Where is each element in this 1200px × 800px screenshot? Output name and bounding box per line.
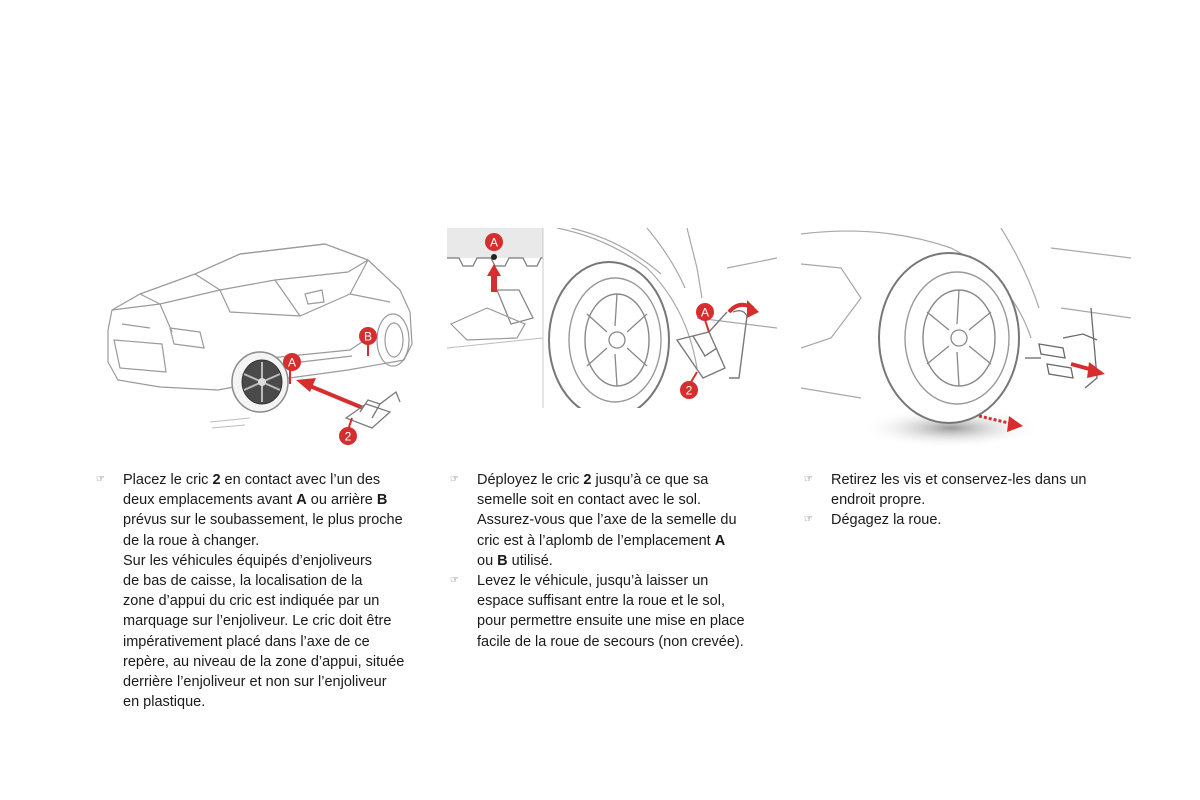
marker-a-inset: A xyxy=(485,233,503,251)
text-run: Déployez le cric xyxy=(477,472,584,488)
instruction-line: Déployez le cric 2 jusqu’à ce que sa xyxy=(477,470,770,490)
instruction-line: marquage sur l’enjoliveur. Le cric doit … xyxy=(123,611,426,631)
instruction-line: zone d’appui du cric est indiquée par un xyxy=(123,591,426,611)
bold-reference: B xyxy=(376,492,388,509)
figure-car-jack-points: A B 2 xyxy=(100,232,422,450)
bold-reference: 2 xyxy=(583,472,592,488)
instruction-line: semelle soit en contact avec le sol. xyxy=(477,490,770,510)
marker-a: A xyxy=(283,353,301,384)
instruction-column-2: ☞ Déployez le cric 2 jusqu’à ce que sa sem… xyxy=(450,470,770,652)
text-run: espace suffisant entre la roue et le sol… xyxy=(477,593,725,610)
instruction-line: ou B utilisé. xyxy=(477,551,770,571)
instruction-item: ☞ Retirez les vis et conservez-les dans u… xyxy=(804,470,1134,510)
instruction-line: Sur les véhicules équipés d’enjoliveurs xyxy=(123,551,426,571)
text-run: de la roue à changer. xyxy=(123,532,260,549)
text-run: Sur les véhicules équipés d’enjoliveurs xyxy=(123,552,373,569)
instruction-line: cric est à l’aplomb de l’emplacement A xyxy=(477,531,770,551)
text-run: prévus sur le soubassement, le plus proc… xyxy=(123,512,403,529)
instruction-line: Placez le cric 2 en contact avec l’un de… xyxy=(123,470,426,490)
instruction-line: facile de la roue de secours (non crevée… xyxy=(477,632,770,652)
text-run: ou arrière xyxy=(306,492,377,509)
hand-pointer-icon: ☞ xyxy=(96,474,105,485)
bold-reference: A xyxy=(714,532,726,549)
hand-pointer-icon: ☞ xyxy=(450,575,459,587)
instruction-line: Dégagez la roue. xyxy=(831,510,1134,530)
arrow-to-point-a xyxy=(296,378,364,410)
svg-text:A: A xyxy=(701,306,709,320)
instruction-item: ☞ Déployez le cric 2 jusqu’à ce que sa sem… xyxy=(450,470,770,571)
jack-deploy-illustration: A xyxy=(447,228,777,408)
instruction-line: Retirez les vis et conservez-les dans un xyxy=(831,470,1134,490)
text-run: pour permettre ensuite une mise en place xyxy=(477,613,745,630)
text-run: derrière l’enjoliveur et non sur l’enjol… xyxy=(123,674,387,691)
figure-jack-deploy: A xyxy=(447,228,777,408)
text-run: Retirez les vis et conservez-les dans un xyxy=(831,472,1087,488)
instruction-item: ☞ Placez le cric 2 en contact avec l’un d… xyxy=(96,470,426,712)
svg-text:A: A xyxy=(490,236,498,250)
bold-reference: A xyxy=(296,492,307,509)
instruction-line: en plastique. xyxy=(123,692,426,712)
wheel xyxy=(878,252,1020,424)
text-run: en contact avec l’un des xyxy=(220,472,381,488)
text-run: cric est à l’aplomb de l’emplacement xyxy=(477,532,715,549)
instruction-item: ☞ Dégagez la roue. xyxy=(804,510,1134,530)
text-run: zone d’appui du cric est indiquée par un xyxy=(123,593,380,610)
bold-reference: 2 xyxy=(212,472,221,488)
text-run: Dégagez la roue. xyxy=(831,512,942,529)
text-run: impérativement placé dans l’axe de ce xyxy=(123,633,370,650)
instruction-line: espace suffisant entre la roue et le sol… xyxy=(477,591,770,611)
text-run: jusqu’à ce que sa xyxy=(591,472,709,488)
instruction-column-1: ☞ Placez le cric 2 en contact avec l’un d… xyxy=(96,470,426,712)
wheel-bolts xyxy=(1025,307,1098,389)
svg-text:2: 2 xyxy=(345,430,352,444)
text-run: de bas de caisse, la localisation de la xyxy=(123,573,363,590)
hand-pointer-icon: ☞ xyxy=(804,474,813,485)
svg-text:B: B xyxy=(364,330,372,344)
svg-text:2: 2 xyxy=(686,384,693,398)
car-illustration: A B 2 xyxy=(107,243,413,445)
marker-jack-2: 2 xyxy=(680,371,698,399)
instruction-line: prévus sur le soubassement, le plus proc… xyxy=(123,510,426,530)
instruction-line: derrière l’enjoliveur et non sur l’enjol… xyxy=(123,672,426,692)
bold-reference: B xyxy=(497,552,508,569)
text-run: facile de la roue de secours (non crevée… xyxy=(477,633,744,650)
hand-pointer-icon: ☞ xyxy=(450,474,459,485)
text-run: Assurez-vous que l’axe de la semelle du xyxy=(477,512,737,529)
text-run: Placez le cric xyxy=(123,472,213,488)
marker-b: B xyxy=(359,327,377,356)
instruction-line: de bas de caisse, la localisation de la xyxy=(123,571,426,591)
instruction-line: endroit propre. xyxy=(831,490,1134,510)
instruction-line: Levez le véhicule, jusqu’à laisser un xyxy=(477,571,770,591)
remove-wheel-illustration xyxy=(801,228,1131,448)
front-wheel xyxy=(231,351,289,413)
instruction-line: de la roue à changer. xyxy=(123,531,426,551)
instruction-line: Assurez-vous que l’axe de la semelle du xyxy=(477,510,770,530)
text-run: endroit propre. xyxy=(831,492,926,509)
text-run: Levez le véhicule, jusqu’à laisser un xyxy=(477,573,709,590)
instruction-column-3: ☞ Retirez les vis et conservez-les dans u… xyxy=(804,470,1134,531)
instruction-line: impérativement placé dans l’axe de ce xyxy=(123,632,426,652)
wheel xyxy=(548,261,670,408)
jack-drawing xyxy=(344,390,401,429)
text-run: ou xyxy=(477,552,498,569)
text-run: marquage sur l’enjoliveur. Le cric doit … xyxy=(123,613,392,630)
text-run: utilisé. xyxy=(507,552,553,569)
text-run: repère, au niveau de la zone d’appui, si… xyxy=(123,653,405,670)
inset-detail: A xyxy=(447,228,544,408)
hand-pointer-icon: ☞ xyxy=(804,514,813,526)
instruction-line: repère, au niveau de la zone d’appui, si… xyxy=(123,652,426,672)
jack-drawing xyxy=(675,309,748,379)
instruction-line: pour permettre ensuite une mise en place xyxy=(477,611,770,631)
text-run: semelle soit en contact avec le sol. xyxy=(477,492,702,509)
instruction-line: deux emplacements avant A ou arrière B xyxy=(123,490,426,510)
text-run: en plastique. xyxy=(123,694,206,711)
text-run: deux emplacements avant xyxy=(123,492,297,509)
figure-remove-wheel xyxy=(801,228,1131,448)
marker-jack-2: 2 xyxy=(339,417,357,445)
marker-a-jack: A xyxy=(696,303,714,333)
instruction-item: ☞ Levez le véhicule, jusqu’à laisser un es… xyxy=(450,571,770,652)
svg-text:A: A xyxy=(288,356,296,370)
